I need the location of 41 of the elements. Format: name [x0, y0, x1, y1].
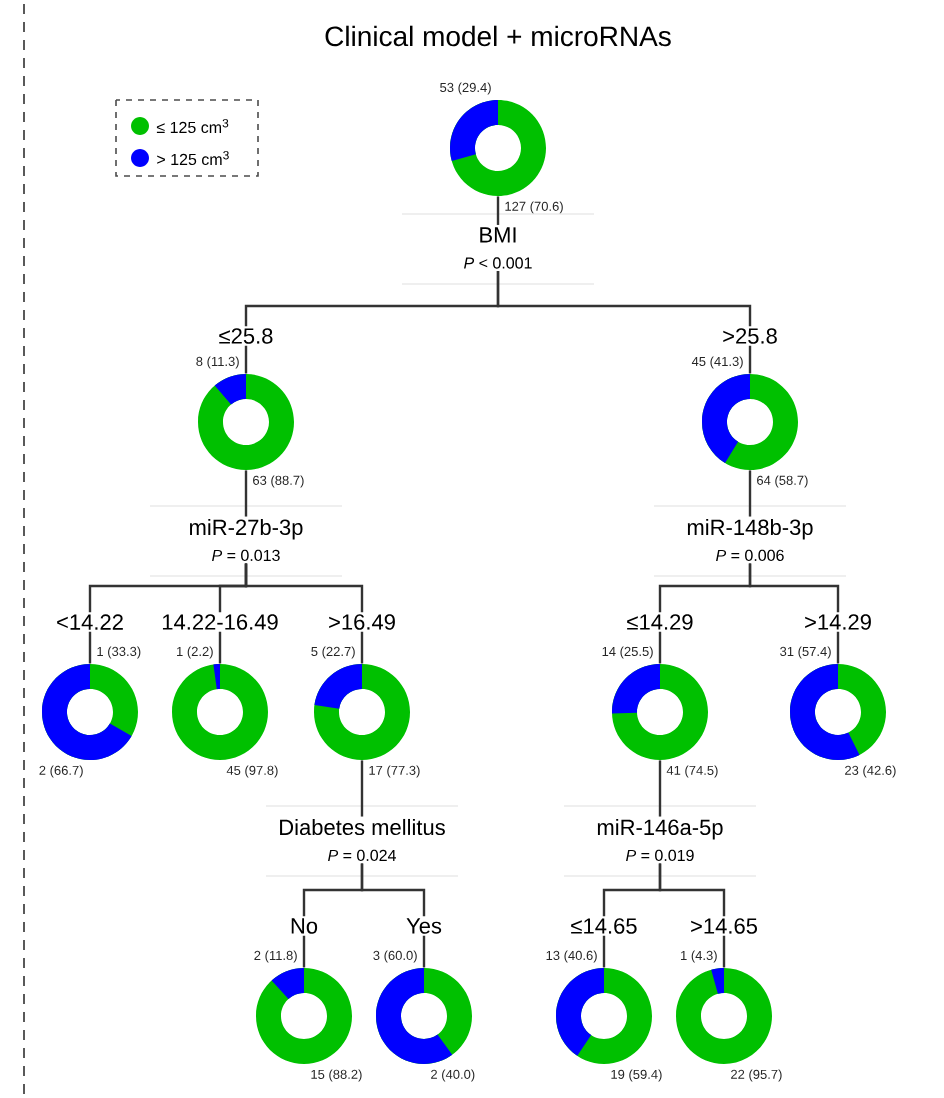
donut-chart: [676, 968, 772, 1064]
tree-connector: [244, 563, 364, 664]
donut-chart: [450, 100, 546, 196]
tree-connector: [658, 760, 662, 817]
branch-label: <14.22: [54, 612, 126, 632]
tree-connector: [360, 760, 364, 817]
donut-chart: [612, 664, 708, 760]
branch-label: >25.8: [720, 326, 780, 346]
split-node: miR-146a-5p P = 0.019: [563, 805, 757, 877]
legend-label: ≤ 125 cm$^{3}$: [156, 118, 229, 134]
donut-chart: [376, 968, 472, 1064]
donut-chart: [256, 968, 352, 1064]
donut-chart: [702, 374, 798, 470]
split-node: BMI P < 0.001: [401, 213, 595, 285]
title: Clinical model + microRNAs: [325, 25, 671, 47]
branch-label: ≤14.29: [624, 612, 696, 632]
donut-chart: [172, 664, 268, 760]
branch-label: 14.22-16.49: [159, 612, 281, 632]
split-node: miR-27b-3p P = 0.013: [149, 505, 343, 577]
branch-label: >16.49: [326, 612, 398, 632]
branch-label: >14.65: [688, 916, 760, 936]
branch-label: ≤25.8: [216, 326, 276, 346]
tree-connector: [748, 470, 752, 517]
branch-label: >14.29: [802, 612, 874, 632]
donut-chart: [42, 664, 138, 760]
legend-label: > 125 cm$^{3}$: [157, 150, 229, 166]
split-node: Diabetes mellitus P = 0.024: [265, 805, 459, 877]
tree-connector: [496, 271, 752, 374]
donut-chart: [556, 968, 652, 1064]
donut-chart: [198, 374, 294, 470]
branch-label: ≤14.65: [568, 916, 640, 936]
tree-connector: [658, 863, 726, 968]
donut-chart: [790, 664, 886, 760]
tree-connector: [748, 563, 840, 664]
branch-label: No: [287, 916, 321, 936]
donut-chart: [314, 664, 410, 760]
tree-connector: [360, 863, 426, 968]
tree-connector: [496, 196, 500, 225]
branch-label: Yes: [404, 916, 444, 936]
tree-connector: [244, 470, 248, 517]
split-node: miR-148b-3p P = 0.006: [653, 505, 847, 577]
